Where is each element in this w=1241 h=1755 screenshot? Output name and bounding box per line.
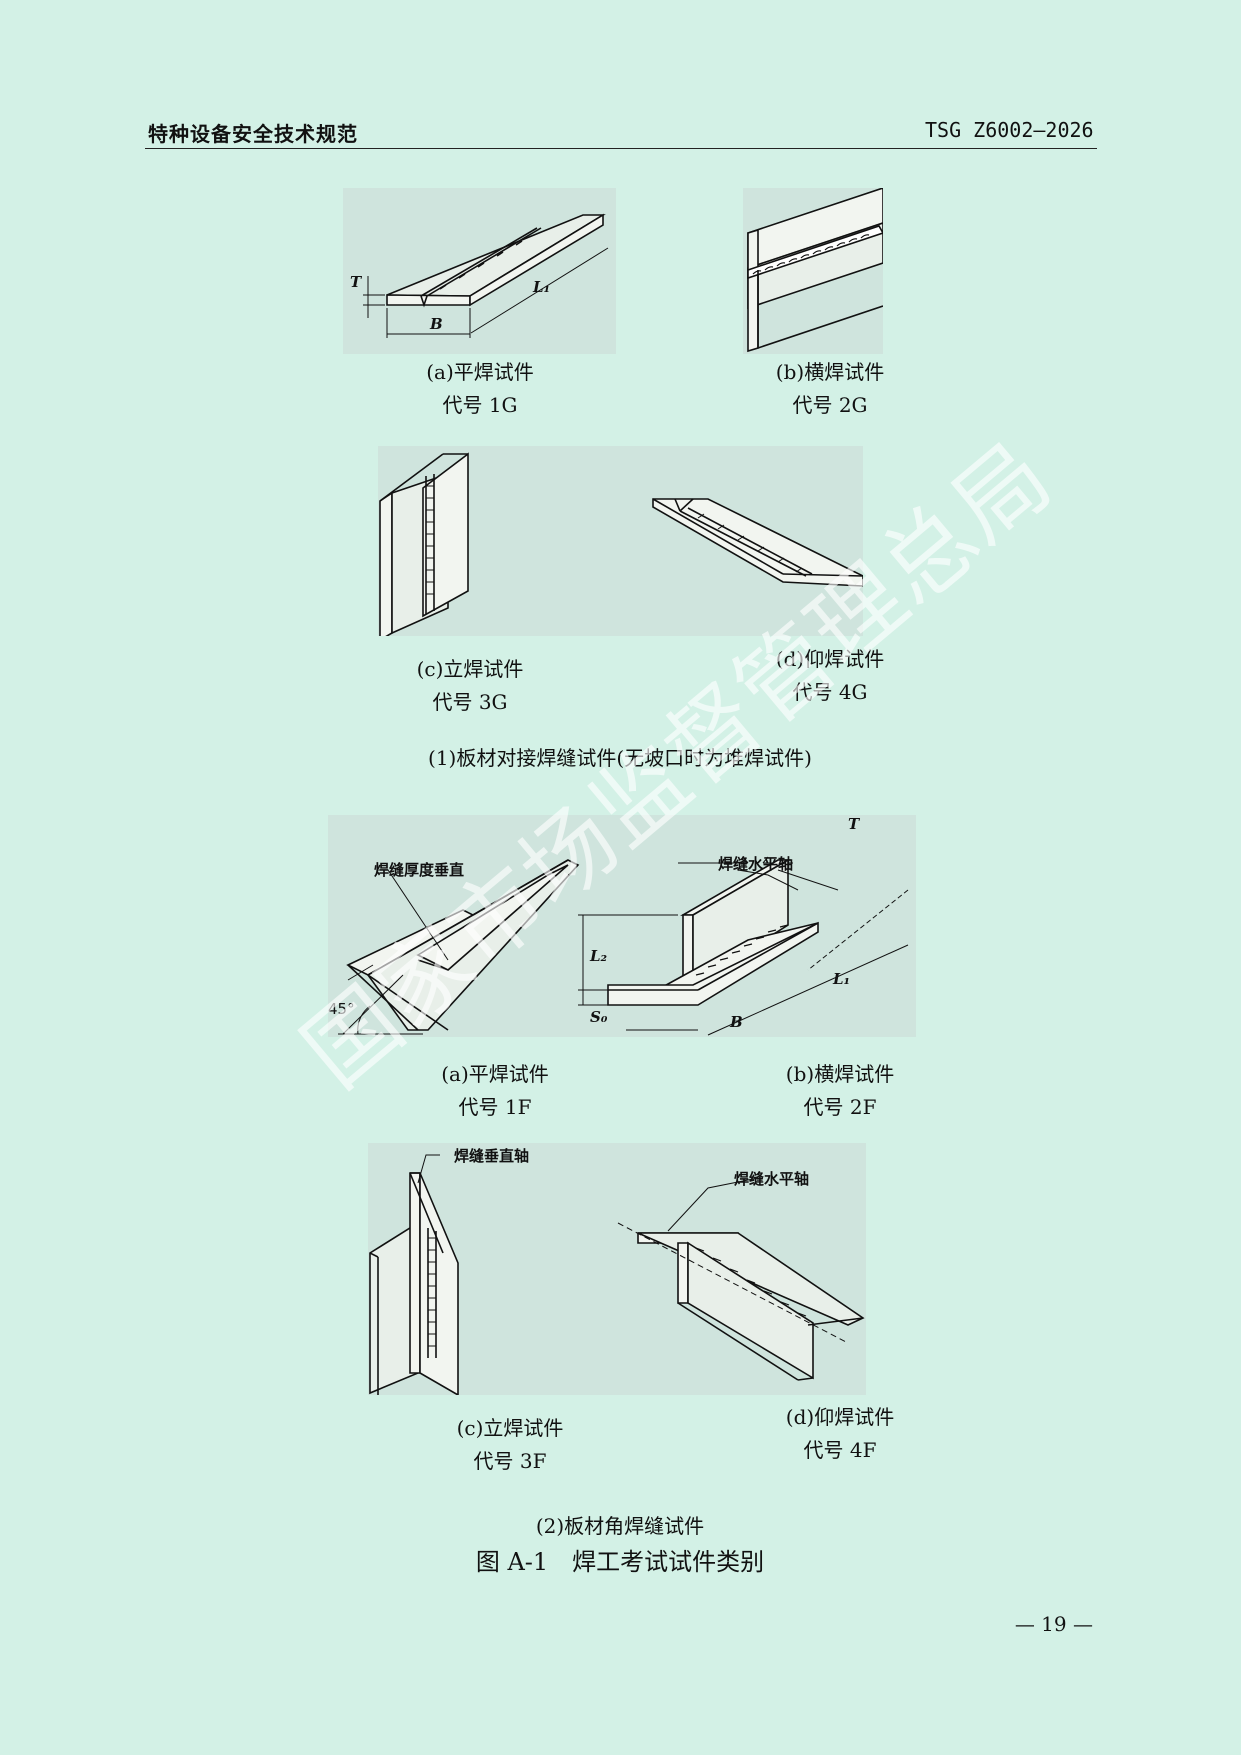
label-2f-b: B	[730, 1013, 743, 1031]
label-2f-s0: S₀	[590, 1008, 608, 1026]
caption-2f: (b)横焊试件 代号 2F	[785, 1062, 895, 1119]
header-rule	[145, 148, 1097, 149]
label-2f-l1: L₁	[833, 970, 851, 988]
label-2f-l2: L₂	[590, 947, 608, 965]
caption-3g: (c)立焊试件 代号 3G	[416, 657, 524, 714]
page-number: — 19 —	[1014, 1612, 1093, 1636]
figure-1f-2f: 焊缝厚度垂直 45° 焊缝水平轴 T L₂ S₀ L₁ B	[328, 815, 916, 1037]
caption-4g: (d)仰焊试件 代号 4G	[775, 647, 885, 704]
caption-2g: (b)横焊试件 代号 2G	[775, 360, 885, 417]
figure-title: 图 A-1 焊工考试试件类别	[475, 1548, 765, 1576]
label-l1: L₁	[533, 278, 551, 296]
section1-title: (1)板材对接焊缝试件(无坡口时为堆焊试件)	[428, 746, 812, 770]
caption-4f: (d)仰焊试件 代号 4F	[785, 1405, 895, 1462]
angle-1f: 45°	[328, 1000, 355, 1018]
section2-title: (2)板材角焊缝试件	[535, 1514, 705, 1538]
label-b: B	[430, 315, 443, 333]
note-3f: 焊缝垂直轴	[454, 1147, 530, 1165]
caption-3f: (c)立焊试件 代号 3F	[456, 1416, 564, 1473]
note-4f: 焊缝水平轴	[734, 1170, 810, 1188]
note-1f: 焊缝厚度垂直	[374, 861, 465, 879]
figure-2g	[743, 188, 883, 354]
note-2f: 焊缝水平轴	[718, 855, 794, 873]
label-t: T	[350, 273, 362, 291]
header-title: 特种设备安全技术规范	[148, 122, 358, 146]
label-2f-t: T	[848, 815, 860, 833]
caption-1f: (a)平焊试件 代号 1F	[441, 1062, 549, 1119]
figure-3f-4f: 焊缝垂直轴 焊缝水平轴	[368, 1143, 866, 1395]
figure-1g: T B L₁	[343, 188, 616, 354]
figure-3g-4g	[378, 446, 863, 636]
caption-1g: (a)平焊试件 代号 1G	[426, 360, 534, 417]
header-code: TSG Z6002—2026	[925, 118, 1094, 142]
